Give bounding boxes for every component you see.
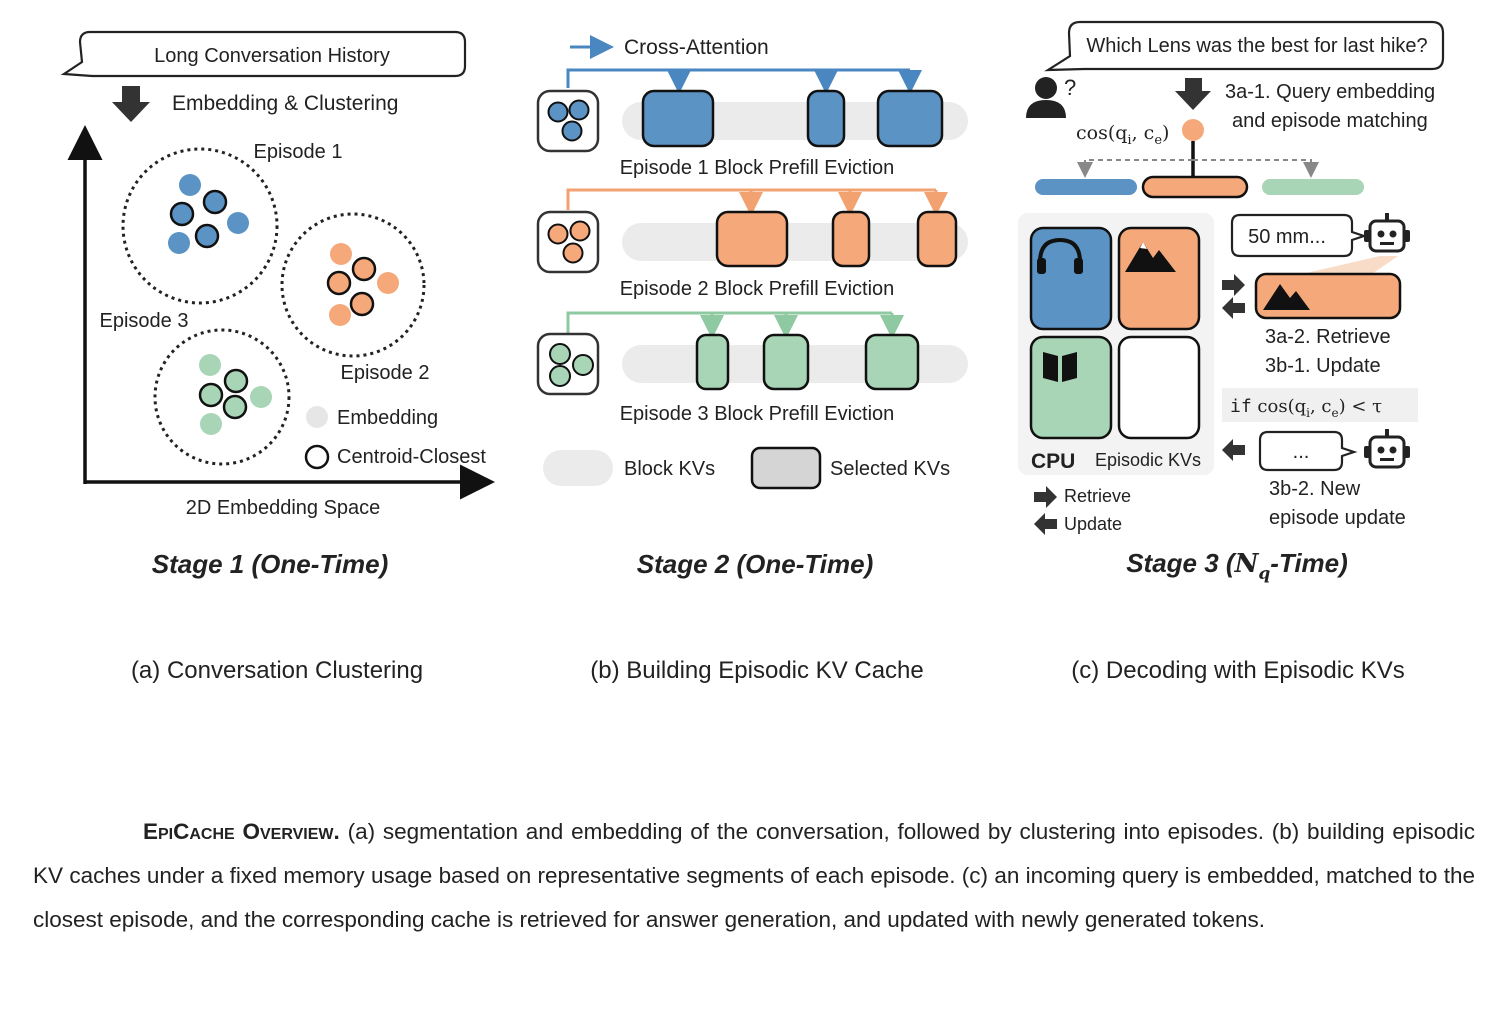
figure-caption: EpiCache Overview. (a) segmentation and … <box>33 810 1475 942</box>
caption-body: (a) segmentation and embedding of the co… <box>33 819 1475 932</box>
update-arrow-icon <box>1034 513 1057 535</box>
history-speech-bubble: Long Conversation History <box>60 30 467 78</box>
episodic-kv-blue <box>1029 226 1113 331</box>
robot-reply-text: 50 mm... <box>1248 226 1326 248</box>
episode3-row-label: Episode 3 Block Prefill Eviction <box>620 403 895 425</box>
new-episode-text: ... <box>1293 441 1310 463</box>
episode2-centroid-bar <box>1141 175 1249 199</box>
episode3-label: Episode 3 <box>100 310 189 332</box>
epicache-overview-figure: Long Conversation History Embedding & Cl… <box>60 20 1445 684</box>
step-3a1-line2: and episode matching <box>1232 110 1428 132</box>
episode1-label: Episode 1 <box>254 141 343 163</box>
subcaption-a: (a) Conversation Clustering <box>131 657 423 684</box>
legend-embedding-dot <box>306 406 328 428</box>
cross-attention-label: Cross-Attention <box>624 36 769 59</box>
book-icon <box>1043 352 1077 382</box>
legend-update-label: Update <box>1064 514 1122 534</box>
user-icon: ? <box>1026 75 1076 118</box>
step-3b1-label: 3b-1. Update <box>1265 355 1381 377</box>
robot-icon <box>1364 429 1410 469</box>
query-embedding-dot <box>1182 119 1204 141</box>
episode3-centroid-bar <box>1262 179 1364 195</box>
stage2-panel: Cross-Attention Episode 1 Block Prefill … <box>536 35 968 684</box>
subcaption-b: (b) Building Episodic KV Cache <box>590 657 924 684</box>
block-kvs-bar-2 <box>622 223 968 261</box>
query-icon-episode2 <box>536 210 600 274</box>
legend-block-kvs-swatch <box>543 450 613 486</box>
down-arrow-icon <box>1175 78 1211 110</box>
episodic-kv-empty <box>1117 335 1201 440</box>
stage3-panel: Which Lens was the best for last hike? ?… <box>1018 20 1445 684</box>
robot-beam <box>1302 256 1398 274</box>
step-3a1-line1: 3a-1. Query embedding <box>1225 81 1435 103</box>
episode3-cluster <box>153 328 291 466</box>
new-episode-bubble: ... <box>1258 430 1358 472</box>
legend-block-kvs-label: Block KVs <box>624 458 715 480</box>
update-arrow-icon <box>1222 297 1245 319</box>
history-label: Long Conversation History <box>154 45 390 67</box>
episode3-row: Episode 3 Block Prefill Eviction <box>536 311 968 425</box>
headphones-icon <box>1037 237 1083 274</box>
episode1-centroid-bar <box>1035 179 1137 195</box>
mountain-icon <box>1263 284 1310 310</box>
episode2-row-label: Episode 2 Block Prefill Eviction <box>620 278 895 300</box>
retrieve-arrow-icon <box>1034 486 1057 508</box>
episode2-cluster <box>280 212 426 358</box>
legend-embedding-label: Embedding <box>337 407 438 429</box>
step-3a2-label: 3a-2. Retrieve <box>1265 326 1391 348</box>
mountain-icon <box>1125 242 1176 272</box>
stage1-panel: Long Conversation History Embedding & Cl… <box>60 30 495 684</box>
legend-retrieve-label: Retrieve <box>1064 486 1131 506</box>
episode1-row: Episode 1 Block Prefill Eviction <box>536 68 968 179</box>
query-icon-episode1 <box>536 89 600 153</box>
episode2-label: Episode 2 <box>341 362 430 384</box>
robot-icon <box>1364 213 1410 253</box>
update-arrow-icon <box>1222 439 1245 461</box>
cosine-similarity-label: cos(qi, ce) <box>1076 122 1169 148</box>
query-speech-bubble: Which Lens was the best for last hike? <box>1044 20 1445 72</box>
axis-label: 2D Embedding Space <box>186 497 381 519</box>
episodic-kvs-label: Episodic KVs <box>1095 450 1201 470</box>
embedding-clustering-label: Embedding & Clustering <box>172 92 398 115</box>
retrieve-arrow-icon <box>1222 274 1245 296</box>
svg-text:?: ? <box>1064 75 1076 100</box>
stage1-title: Stage 1 (One-Time) <box>152 549 389 579</box>
query-text: Which Lens was the best for last hike? <box>1086 35 1427 57</box>
step-3b2-line1: 3b-2. New <box>1269 478 1361 500</box>
caption-title: EpiCache Overview. <box>143 819 340 844</box>
condition-text: if cos(qi, ce) < τ <box>1230 396 1382 420</box>
episode2-row: Episode 2 Block Prefill Eviction <box>536 188 968 300</box>
legend-centroid-label: Centroid-Closest <box>337 446 486 468</box>
episode1-cluster <box>121 147 279 305</box>
legend-centroid-dot <box>304 444 330 470</box>
step-3b2-line2: episode update <box>1269 507 1406 529</box>
robot-reply-bubble: 50 mm... <box>1230 213 1368 258</box>
episodic-kv-orange <box>1117 226 1201 331</box>
subcaption-c: (c) Decoding with Episodic KVs <box>1071 657 1404 684</box>
cpu-label: CPU <box>1031 450 1075 473</box>
condition-box <box>1222 388 1418 422</box>
episode1-row-label: Episode 1 Block Prefill Eviction <box>620 157 895 179</box>
legend-selected-kvs-label: Selected KVs <box>830 458 950 480</box>
legend-selected-kvs-swatch <box>750 446 822 490</box>
stage3-title: Stage 3 (Nq-Time) <box>1126 548 1348 584</box>
stage2-title: Stage 2 (One-Time) <box>637 549 874 579</box>
down-arrow-icon <box>112 86 150 122</box>
